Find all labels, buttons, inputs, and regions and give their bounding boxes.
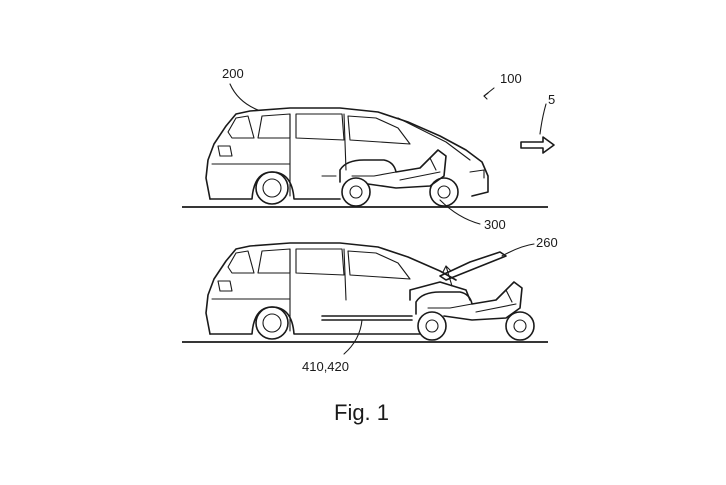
top-rear-wheel — [255, 171, 289, 205]
figure-caption: Fig. 1 — [334, 400, 389, 425]
leader-200 — [229, 83, 259, 111]
leader-5 — [539, 103, 547, 135]
top-motorcycle — [339, 149, 459, 207]
top-view — [182, 83, 555, 225]
label-300: 300 — [484, 217, 506, 232]
label-100: 100 — [500, 71, 522, 86]
label-410-420: 410,420 — [302, 359, 349, 374]
leader-300 — [439, 199, 481, 225]
leader-260 — [501, 243, 535, 257]
leader-410-420 — [343, 319, 363, 355]
direction-arrow — [520, 136, 555, 154]
bottom-vehicle-body — [205, 242, 471, 335]
top-vehicle-body — [205, 107, 489, 200]
open-hood — [439, 251, 507, 281]
bottom-rear-wheel — [255, 306, 289, 340]
label-5: 5 — [548, 92, 555, 107]
bottom-view — [182, 242, 548, 355]
hood-open-arrow — [442, 265, 453, 287]
label-260: 260 — [536, 235, 558, 250]
bottom-motorcycle — [415, 281, 535, 341]
leader-100-arrowhead — [483, 92, 489, 100]
label-200: 200 — [222, 66, 244, 81]
rails — [321, 315, 413, 321]
